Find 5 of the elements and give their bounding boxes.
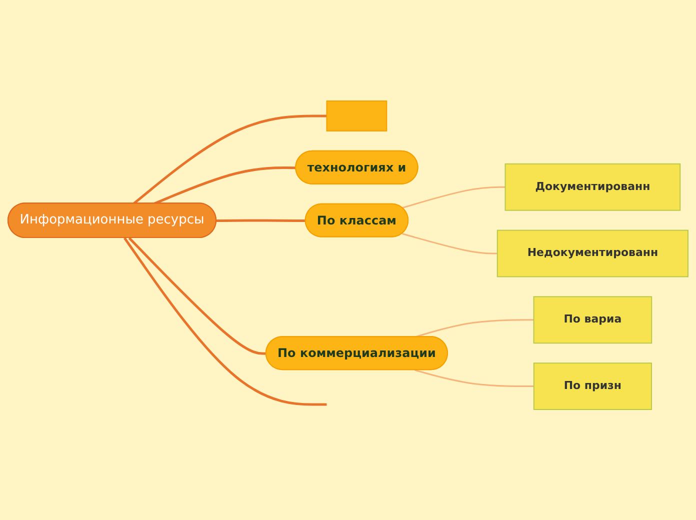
node-box: По призн (533, 362, 652, 410)
node-box: Документированн (504, 163, 681, 211)
node-box: По вариа (533, 296, 652, 344)
node-box (326, 100, 388, 132)
node-box: Недокументированн (496, 230, 688, 277)
